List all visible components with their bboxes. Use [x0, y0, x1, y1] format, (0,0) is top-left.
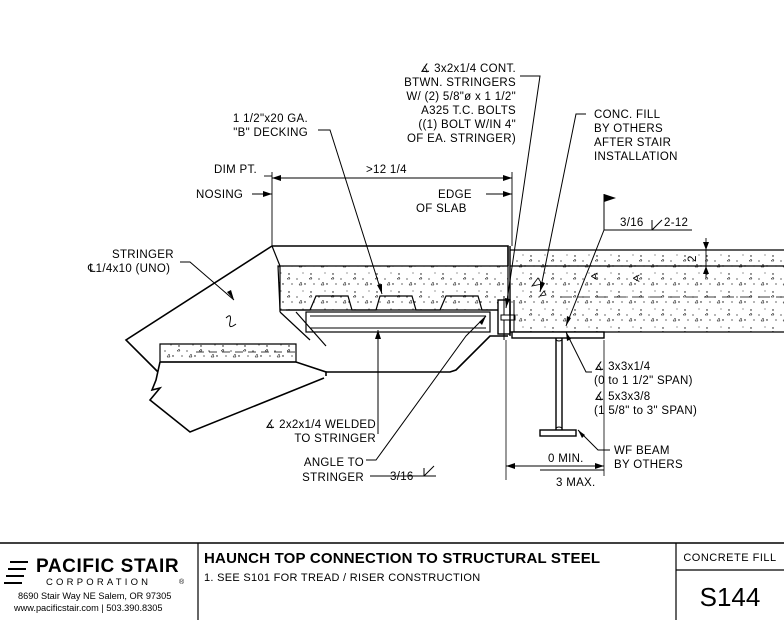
company-contact: www.pacificstair.com | 503.390.8305 — [13, 603, 162, 613]
weld-top-length: 2-12 — [664, 217, 688, 229]
detail-note: 1. SEE S101 FOR TREAD / RISER CONSTRUCTI… — [204, 572, 480, 584]
wf-beam — [511, 331, 605, 437]
angle-welded-label-1: ∡ 2x2x1/4 WELDED — [265, 419, 376, 431]
sheet-number: S144 — [700, 582, 761, 612]
svg-text:∢: ∢ — [632, 274, 641, 285]
wf-beam-label-1: WF BEAM — [614, 445, 670, 457]
min-dim-label: 0 MIN. — [548, 453, 584, 465]
title-block: PACIFIC STAIR CORPORATION ® 8690 Stair W… — [0, 542, 784, 620]
stringer-label-2: ℄1/4x10 (UNO) — [87, 263, 170, 275]
wf-beam-label-2: BY OTHERS — [614, 459, 683, 471]
angle-to-stringer-label-1: ANGLE TO — [304, 457, 364, 469]
svg-text:∢: ∢ — [590, 272, 599, 283]
structural-detail: ∢ ∢ — [124, 75, 784, 480]
decking-label-1: 1 1/2"x20 GA. — [233, 113, 308, 125]
angle-cont-label-1: ∡ 3x2x1/4 CONT. — [420, 63, 516, 75]
angle-cont-label-5: ((1) BOLT W/IN 4" — [418, 119, 516, 131]
angle-to-stringer-label-2: STRINGER — [302, 472, 364, 484]
conc-fill-label-4: INSTALLATION — [594, 151, 678, 163]
company-logo-icon — [4, 561, 28, 584]
dim-2-label: 2 — [687, 255, 699, 262]
angle-3x3-label-1: ∡ 3x3x1/4 — [594, 361, 651, 373]
nosing-label: NOSING — [196, 189, 243, 201]
conc-fill-label-1: CONC. FILL — [594, 109, 661, 121]
stringer-label-1: STRINGER — [112, 249, 174, 261]
angle-cont-label-3: W/ (2) 5/8"ø x 1 1/2" — [406, 91, 516, 103]
dim-12-label: >12 1/4 — [366, 164, 407, 176]
weld-top-size: 3/16 — [620, 217, 644, 229]
category-label: CONCRETE FILL — [683, 552, 776, 564]
edge-slab-label-2: OF SLAB — [416, 203, 467, 215]
tread-concrete — [159, 343, 297, 363]
weld-bottom-size: 3/16 — [390, 471, 414, 483]
decking-label-2: "B" DECKING — [233, 127, 308, 139]
angle-5x3-label-1: ∡ 5x3x3/8 — [594, 391, 650, 403]
angle-welded-label-2: TO STRINGER — [294, 433, 376, 445]
edge-slab-label-1: EDGE — [438, 189, 472, 201]
detail-labels: ∡ 3x2x1/4 CONT. BTWN. STRINGERS W/ (2) 5… — [87, 63, 699, 489]
angle-cont-label-4: A325 T.C. BOLTS — [421, 105, 516, 117]
angle-cont-label-6: OF EA. STRINGER) — [407, 133, 516, 145]
company-sub: CORPORATION — [46, 577, 151, 588]
concrete-slab — [510, 250, 784, 332]
company-name: PACIFIC STAIR — [36, 556, 179, 577]
registered-mark-icon: ® — [179, 578, 185, 586]
company-address: 8690 Stair Way NE Salem, OR 97305 — [18, 591, 171, 601]
conc-fill-label-2: BY OTHERS — [594, 123, 663, 135]
detail-title: HAUNCH TOP CONNECTION TO STRUCTURAL STEE… — [204, 550, 600, 567]
angle-5x3-label-2: (1 5/8" to 3" SPAN) — [594, 405, 697, 417]
max-dim-label: 3 MAX. — [556, 477, 596, 489]
angle-3x3-label-2: (0 to 1 1/2" SPAN) — [594, 375, 693, 387]
angle-cont-label-2: BTWN. STRINGERS — [404, 77, 516, 89]
conc-fill-label-3: AFTER STAIR — [594, 137, 671, 149]
dim-pt-label: DIM PT. — [214, 164, 257, 176]
